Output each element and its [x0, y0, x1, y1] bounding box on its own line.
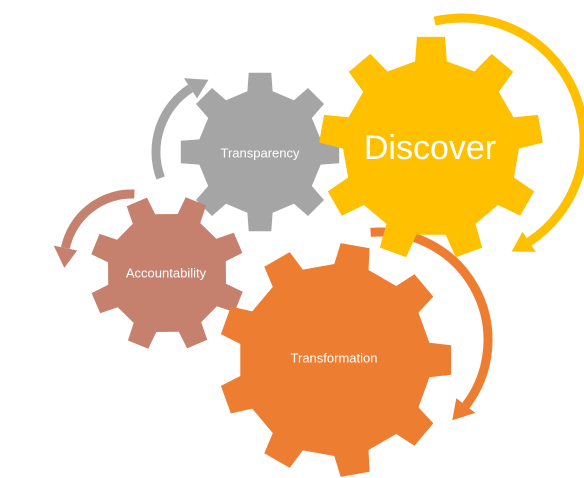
discover-arrow-arc — [433, 13, 584, 246]
discover-arrow-head — [511, 231, 536, 252]
accountability-arrow-arc — [60, 189, 135, 250]
accountability-arrow-head — [53, 245, 78, 268]
transparency-arrow — [151, 78, 209, 180]
accountability-arrow — [53, 189, 135, 268]
transparency-label: Transparency — [221, 145, 300, 160]
gear-transformation: Transformation — [220, 243, 452, 477]
accountability-label: Accountability — [126, 265, 207, 280]
transparency-gear-shape — [180, 72, 340, 232]
gear-discover: Discover — [319, 36, 543, 258]
discover-label: Discover — [364, 129, 496, 167]
transparency-arrow-head — [184, 78, 209, 99]
gear-accountability: Accountability — [91, 197, 243, 349]
transparency-arrow-arc — [151, 84, 194, 180]
transformation-arrow-head — [452, 398, 476, 421]
gear-transparency: Transparency — [180, 72, 340, 232]
discover-gear-shape — [319, 36, 543, 258]
transformation-gear-shape — [220, 243, 452, 477]
transformation-label: Transformation — [291, 350, 378, 365]
discover-arrow — [433, 13, 584, 252]
accountability-gear-shape — [91, 197, 243, 349]
